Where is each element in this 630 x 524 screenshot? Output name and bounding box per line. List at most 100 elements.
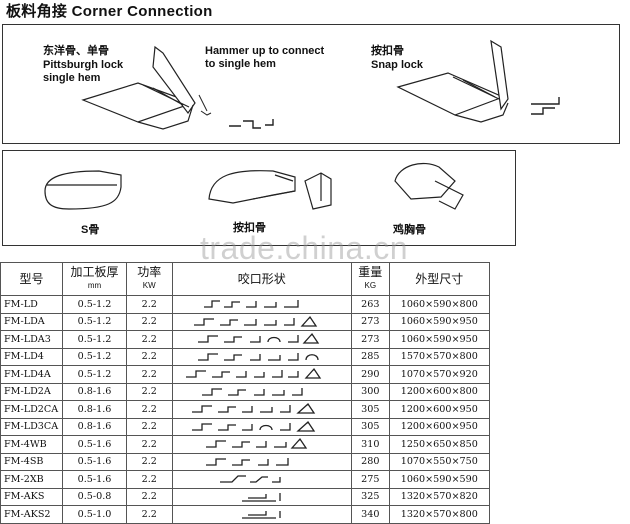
cell-size: 1060×590×950 (388, 330, 491, 349)
cell-power: 2.2 (125, 330, 173, 349)
cell-thickness: 0.5-1.2 (62, 347, 127, 366)
cell-shape (171, 382, 353, 401)
cell-shape (171, 435, 353, 454)
table-row: FM-AKS2 0.5-1.0 2.2 340 1320×570×800 (0, 505, 491, 524)
spec-table: 型号 加工板厚 mm 功率 KW 咬口形状 重量 KG 外型尺寸 FM-LD 0… (0, 262, 491, 524)
cell-weight: 273 (351, 312, 390, 331)
cell-model: FM-LD (0, 295, 64, 314)
snap-lock-label-cn: 按扣骨 (371, 45, 404, 57)
cell-weight: 290 (351, 365, 390, 384)
cell-size: 1200×600×950 (388, 417, 491, 436)
cell-thickness: 0.5-1.6 (62, 470, 127, 489)
cell-thickness: 0.8-1.6 (62, 400, 127, 419)
cell-power: 2.2 (125, 347, 173, 366)
chicken-lock-label: 鸡胸骨 (393, 224, 426, 236)
corner-connection-panel: 东洋骨、单骨 Pittsburgh lock single hem Hammer… (2, 24, 620, 144)
cell-thickness: 0.5-1.2 (62, 330, 127, 349)
cell-power: 2.2 (125, 417, 173, 436)
cell-model: FM-LDA3 (0, 330, 64, 349)
cell-power: 2.2 (125, 487, 173, 506)
cell-thickness: 0.5-1.6 (62, 435, 127, 454)
cell-model: FM-LD3CA (0, 417, 64, 436)
header-shape: 咬口形状 (171, 262, 353, 296)
seam-profile-icon (185, 368, 321, 379)
header-power-unit: KW (142, 281, 156, 290)
snap-lock-hook (454, 102, 509, 123)
cell-model: FM-LD2CA (0, 400, 64, 419)
cell-thickness: 0.5-1.2 (62, 365, 127, 384)
cell-model: FM-4WB (0, 435, 64, 454)
page-title: 板料角接 Corner Connection (6, 3, 213, 20)
cell-thickness: 0.5-0.8 (62, 487, 127, 506)
cell-size: 1320×570×820 (388, 487, 491, 506)
seam-profile-icon (241, 492, 281, 502)
seam-profile-icon (203, 300, 299, 308)
seam-profile-icon (219, 475, 281, 483)
table-row: FM-LD2CA 0.8-1.6 2.2 305 1200×600×950 (0, 400, 491, 419)
press-lock-drawing (208, 170, 296, 204)
seam-profile-icon (197, 352, 319, 361)
cell-weight: 280 (351, 452, 390, 471)
cell-shape (171, 312, 353, 331)
seam-profile-icon (197, 333, 319, 344)
cell-shape (171, 505, 353, 524)
cell-power: 2.2 (125, 435, 173, 454)
cell-size: 1070×550×750 (388, 452, 491, 471)
cell-thickness: 0.8-1.6 (62, 417, 127, 436)
cell-shape (171, 470, 353, 489)
cell-weight: 275 (351, 470, 390, 489)
seam-profile-icon (191, 420, 315, 432)
cell-weight: 310 (351, 435, 390, 454)
cell-size: 1320×570×800 (388, 505, 491, 524)
seam-profile-icon (205, 438, 307, 449)
cell-size: 1200×600×950 (388, 400, 491, 419)
cell-size: 1060×590×950 (388, 312, 491, 331)
cell-model: FM-AKS (0, 487, 64, 506)
table-row: FM-LD 0.5-1.2 2.2 263 1060×590×800 (0, 295, 491, 314)
seam-profile-icon (205, 457, 289, 466)
cell-size: 1060×590×800 (388, 295, 491, 314)
header-weight-label: 重量 (358, 265, 383, 279)
table-row: FM-LD3CA 0.8-1.6 2.2 305 1200×600×950 (0, 417, 491, 436)
cell-size: 1570×570×800 (388, 347, 491, 366)
cell-power: 2.2 (125, 382, 173, 401)
cell-thickness: 0.8-1.6 (62, 382, 127, 401)
cell-power: 2.2 (125, 312, 173, 331)
press-lock-label: 按扣骨 (233, 222, 266, 234)
single-hem-label: single hem (43, 72, 101, 84)
pittsburgh-label-en: Pittsburgh lock (43, 59, 124, 71)
snap-lock-upright (490, 39, 509, 111)
header-weight-unit: KG (364, 281, 377, 290)
cell-weight: 273 (351, 330, 390, 349)
cell-model: FM-LD4A (0, 365, 64, 384)
header-thickness: 加工板厚 mm (62, 262, 127, 296)
header-weight: 重量 KG (351, 262, 390, 296)
table-row: FM-LD4 0.5-1.2 2.2 285 1570×570×800 (0, 347, 491, 366)
cell-model: FM-2XB (0, 470, 64, 489)
cell-weight: 305 (351, 417, 390, 436)
pittsburgh-profile (229, 119, 274, 129)
hammer-label-1: Hammer up to connect (205, 45, 325, 57)
table-row: FM-LD2A 0.8-1.6 2.2 300 1200×600×800 (0, 382, 491, 401)
snap-lock-label-en: Snap lock (371, 59, 423, 71)
cell-power: 2.2 (125, 470, 173, 489)
table-row: FM-AKS 0.5-0.8 2.2 325 1320×570×820 (0, 487, 491, 506)
cell-size: 1070×570×920 (388, 365, 491, 384)
cell-shape (171, 347, 353, 366)
cell-weight: 305 (351, 400, 390, 419)
cell-model: FM-LD2A (0, 382, 64, 401)
cell-thickness: 0.5-1.2 (62, 295, 127, 314)
cell-model: FM-4SB (0, 452, 64, 471)
seam-profile-icon (201, 387, 303, 396)
table-row: FM-2XB 0.5-1.6 2.2 275 1060×590×590 (0, 470, 491, 489)
header-power: 功率 KW (125, 262, 173, 296)
table-header-row: 型号 加工板厚 mm 功率 KW 咬口形状 重量 KG 外型尺寸 (0, 262, 491, 296)
pittsburgh-hem (137, 104, 194, 130)
cell-size: 1250×650×850 (388, 435, 491, 454)
seam-profile-icon (191, 403, 315, 414)
cell-shape (171, 295, 353, 314)
header-power-label: 功率 (137, 265, 162, 279)
watermark: trade.china.cn (200, 230, 409, 266)
cell-weight: 340 (351, 505, 390, 524)
cell-shape (171, 452, 353, 471)
